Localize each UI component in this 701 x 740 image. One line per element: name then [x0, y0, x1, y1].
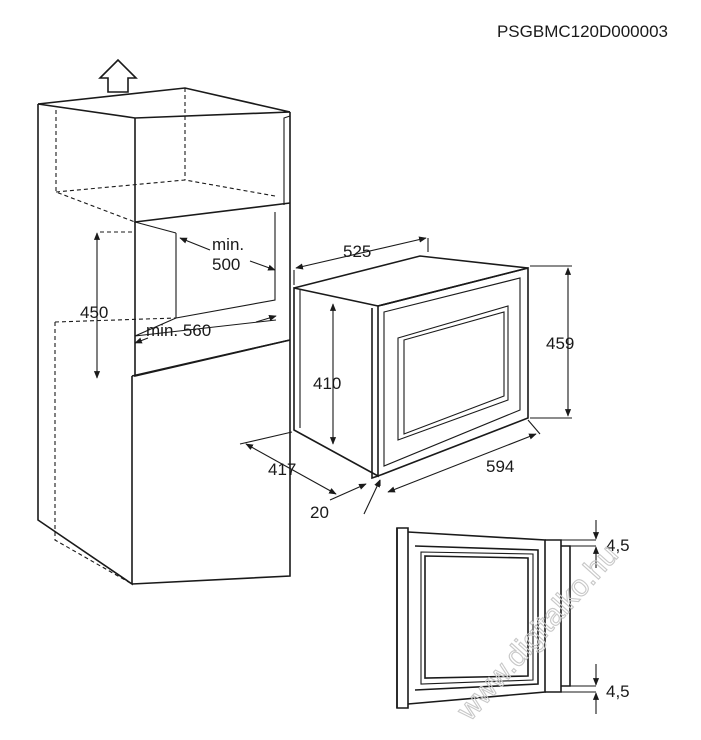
appliance-depth-label: 525 [343, 242, 371, 261]
tall-cabinet [37, 87, 291, 586]
gap-bottom-label: 4,5 [606, 682, 630, 701]
front-offset-label: 20 [310, 503, 329, 522]
niche-width-label: min. 560 [146, 321, 211, 340]
appliance-body-height-label: 410 [313, 374, 341, 393]
cabinet-dimensions: min. 500 450 min. 560 [80, 232, 277, 379]
gap-top-label: 4,5 [606, 536, 630, 555]
up-arrow-icon [98, 58, 138, 93]
niche-height-label: 450 [80, 303, 108, 322]
appliance [293, 255, 529, 480]
appliance-width-label: 594 [486, 457, 514, 476]
niche-depth-value: 500 [212, 255, 240, 274]
body-depth-label: 417 [268, 460, 296, 479]
product-code: PSGBMC120D000003 [497, 22, 668, 41]
section-detail: 4,5 4,5 [396, 520, 630, 714]
appliance-height-label: 459 [546, 334, 574, 353]
niche-depth-label: min. [212, 235, 244, 254]
appliance-dimensions: 525 410 459 594 417 20 [239, 236, 574, 522]
